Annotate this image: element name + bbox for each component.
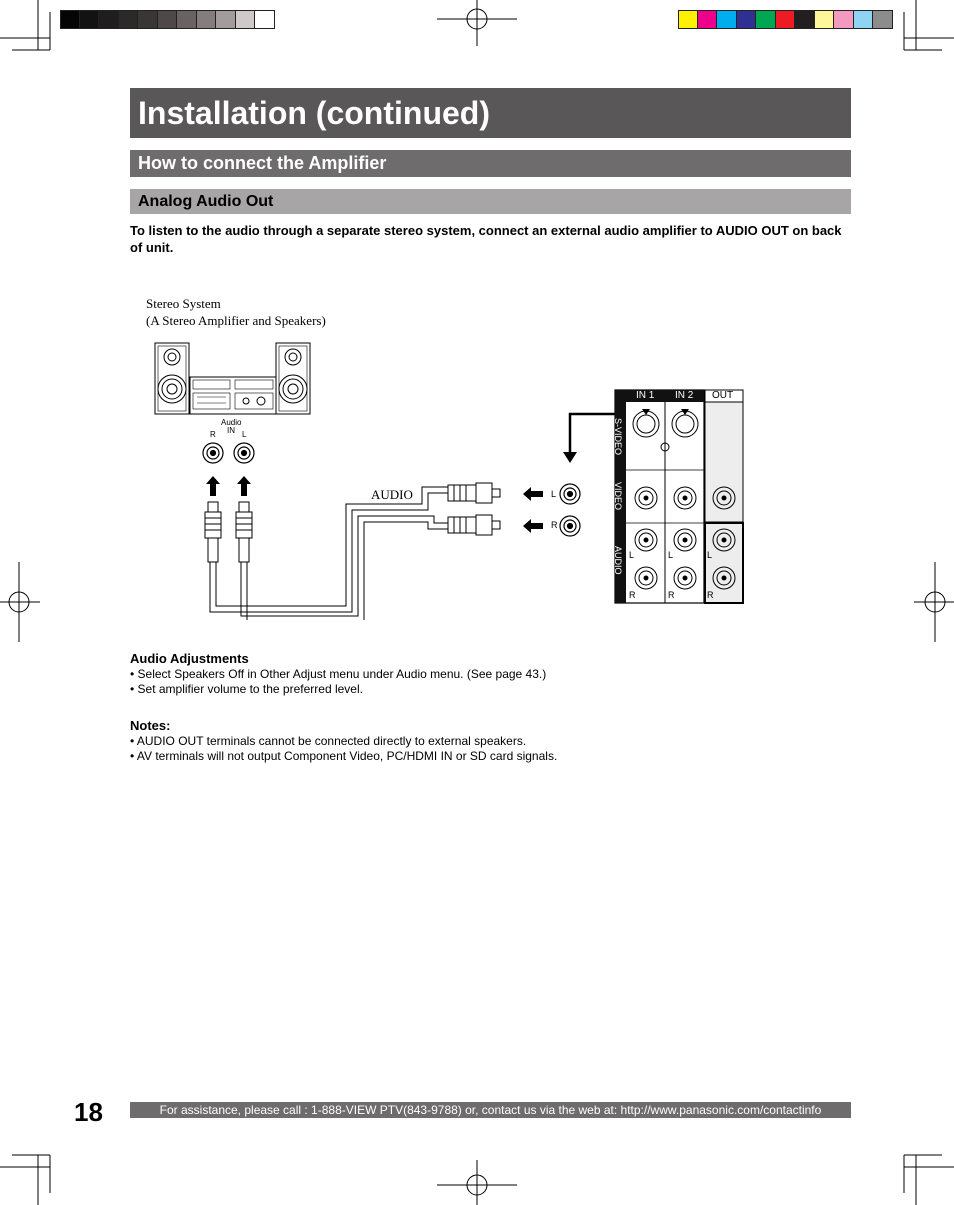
amp-r-label: R <box>210 430 216 439</box>
panel-in2-l-label: L <box>668 550 674 560</box>
adjustment-item: • Set amplifier volume to the preferred … <box>130 682 363 696</box>
color-swatch <box>717 10 737 29</box>
color-swatch <box>834 10 854 29</box>
color-swatch <box>678 10 698 29</box>
gray-swatch <box>118 10 138 29</box>
audio-out-jacks-detail <box>559 483 581 537</box>
plug-r-label: R <box>551 520 558 530</box>
gray-swatch <box>255 10 275 29</box>
panel-out-l-label: L <box>707 550 713 560</box>
gray-swatch <box>157 10 177 29</box>
left-arrow-icons <box>523 487 543 533</box>
panel-out-label: OUT <box>712 390 734 401</box>
note-item: • AUDIO OUT terminals cannot be connecte… <box>130 734 527 748</box>
gray-swatch <box>99 10 119 29</box>
panel-in1-r-label: R <box>629 590 636 600</box>
section-heading: How to connect the Amplifier <box>130 150 851 177</box>
color-swatch <box>795 10 815 29</box>
panel-svideo-label: S-VIDEO <box>613 418 623 456</box>
audio-cable <box>209 486 448 620</box>
audio-in-label: Audio <box>221 418 242 427</box>
panel-video-label: VIDEO <box>613 482 623 511</box>
color-swatch <box>814 10 834 29</box>
adjustment-item: • Select Speakers Off in Other Adjust me… <box>130 667 547 681</box>
gray-swatch <box>60 10 80 29</box>
subsection-heading: Analog Audio Out <box>130 189 851 214</box>
stereo-system-icon <box>154 342 311 415</box>
grayscale-registration-bar <box>60 10 275 29</box>
color-swatch <box>697 10 717 29</box>
notes-title: Notes: <box>130 718 171 733</box>
panel-in2-r-label: R <box>668 590 675 600</box>
page-number: 18 <box>74 1097 103 1127</box>
gray-swatch <box>138 10 158 29</box>
amplifier-audio-in-jacks <box>202 442 255 464</box>
panel-in1-l-label: L <box>629 550 635 560</box>
stereo-system-label: Stereo System <box>146 296 221 311</box>
note-item: • AV terminals will not output Component… <box>130 749 558 763</box>
plug-l-label: L <box>551 489 557 499</box>
gray-swatch <box>235 10 255 29</box>
panel-audio-label: AUDIO <box>613 546 623 575</box>
cable-audio-label: AUDIO <box>371 487 413 502</box>
color-swatch <box>873 10 893 29</box>
gray-swatch <box>216 10 236 29</box>
color-registration-bar <box>678 10 893 29</box>
color-swatch <box>853 10 873 29</box>
rca-plugs-vertical <box>204 501 253 563</box>
connection-diagram <box>154 342 744 620</box>
color-swatch <box>756 10 776 29</box>
panel-out-r-label: R <box>707 590 714 600</box>
color-swatch <box>775 10 795 29</box>
up-arrow-icons <box>206 476 251 496</box>
intro-text: To listen to the audio through a separat… <box>130 223 842 255</box>
color-swatch <box>736 10 756 29</box>
page-title: Installation (continued) <box>130 88 851 138</box>
gray-swatch <box>79 10 99 29</box>
rca-plugs-horizontal <box>447 482 501 536</box>
gray-swatch <box>177 10 197 29</box>
gray-swatch <box>196 10 216 29</box>
panel-in2-label: IN 2 <box>675 390 694 401</box>
footer-assistance: For assistance, please call : 1-888-VIEW… <box>130 1102 851 1118</box>
av-terminal-panel <box>614 389 744 604</box>
stereo-system-sublabel: (A Stereo Amplifier and Speakers) <box>146 313 326 328</box>
panel-in1-label: IN 1 <box>636 390 655 401</box>
audio-in-sublabel: IN <box>227 426 235 435</box>
amp-l-label: L <box>242 430 247 439</box>
audio-adjustments-title: Audio Adjustments <box>130 651 249 666</box>
